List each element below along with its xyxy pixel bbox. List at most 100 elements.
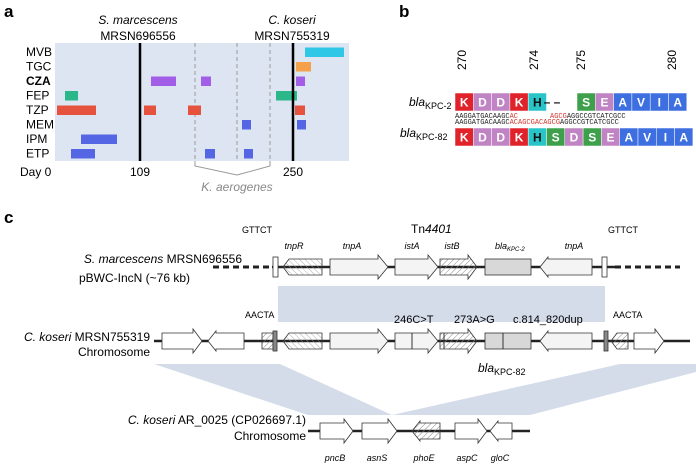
bar-cza-1 (201, 76, 211, 86)
mutation-dup: c.814_820dup (513, 314, 583, 326)
gene-phoE (411, 419, 441, 443)
bar-etp-0 (71, 149, 95, 159)
kpc82-aa-12: A (679, 131, 688, 145)
bar-fep-0 (65, 91, 78, 101)
pos-280: 280 (665, 50, 679, 70)
bar-tzp-3 (295, 105, 305, 115)
mid-gene-2 (207, 329, 245, 353)
mutation-273: 273A>G (454, 314, 495, 326)
gene-blaKPC2 (484, 258, 532, 276)
kpc82-aa-9: A (625, 131, 634, 145)
bar-tzp-2 (188, 105, 201, 115)
gene-istB (439, 253, 478, 281)
drug-label-mvb: MVB (26, 45, 52, 59)
kpc2-aa-3: K (515, 96, 524, 110)
kpc82-box-12 (674, 127, 694, 147)
bar-etp-1 (205, 149, 215, 159)
kpc2b-aa-4: I (658, 96, 661, 110)
panel-label-c: c (4, 208, 13, 227)
label-blaKPC82: blaKPC-82 (478, 361, 526, 377)
kpc82-aa-3: K (515, 131, 524, 145)
label-asnS: asnS (367, 453, 388, 463)
top-gttct-left: GTTCT (242, 225, 272, 235)
bot-isolate-label: C. koseri AR_0025 (CP026697.1) (128, 413, 306, 427)
day-109-label: 109 (130, 165, 150, 179)
kpc2b-aa-0: S (582, 96, 590, 110)
bar-cza-2 (296, 76, 305, 86)
mid-aacta-left: AACTA (245, 310, 274, 320)
gene-istA (394, 253, 439, 281)
kpc2b-box-5 (668, 92, 688, 112)
top-plasmid-label: pBWC-IncN (~76 kb) (79, 271, 190, 285)
mid-gene-tnpA-2 (539, 329, 593, 353)
bar-tzp-1 (144, 105, 156, 115)
isolate1-species: S. marcescens (98, 13, 177, 27)
bar-cza-0 (151, 76, 176, 86)
gene-gloC (489, 419, 513, 443)
top-ir-right (601, 256, 608, 278)
label-pncB: pncB (324, 453, 346, 463)
pos-270: 270 (455, 50, 469, 70)
kpc2-aa-0: K (460, 96, 469, 110)
pos-275: 275 (574, 50, 588, 70)
mid-chrom-label: Chromosome (78, 345, 150, 359)
label-phoE: phoE (412, 453, 435, 463)
bar-mvb-0 (305, 47, 344, 57)
kpc82-aa-4: H (533, 131, 542, 145)
kpc2b-aa-5: A (673, 96, 682, 110)
kpc2-aa-2: D (496, 96, 505, 110)
kaerogenes-bracket (194, 161, 271, 176)
mid-gene-3 (261, 332, 274, 350)
drug-label-mem: MEM (26, 118, 54, 132)
kpc82-aa-6: D (570, 131, 579, 145)
gene-tnpA-1 (329, 253, 389, 281)
day-zero-label: Day 0 (20, 165, 52, 179)
bot-chrom-label: Chromosome (234, 429, 306, 443)
kpc2b-aa-2: A (618, 96, 627, 110)
kpc2b-aa-1: E (600, 96, 608, 110)
kpc2b-aa-3: V (637, 96, 645, 110)
drug-label-tzp: TZP (26, 103, 49, 117)
mid-gene-istB (439, 327, 478, 355)
bar-tgc-0 (296, 62, 311, 72)
top-ir-left (272, 256, 279, 278)
bar-fep-1 (276, 91, 297, 101)
drug-label-fep: FEP (26, 89, 49, 103)
kpc82-aa-5: S (552, 131, 560, 145)
kpc82-aa-10: V (643, 131, 651, 145)
transposon-label: Tn4401 (411, 222, 452, 236)
gene-tnpA-2 (539, 255, 593, 279)
mid-aacta-right: AACTA (613, 310, 642, 320)
row1-gene-label: blaKPC-2 (409, 95, 452, 111)
kpc82-aa-7: S (588, 131, 596, 145)
mid-gene-tnpA (329, 327, 389, 355)
mid-gene-right-1 (610, 332, 629, 350)
label-istB: istB (444, 241, 459, 251)
nt-row2: AAGGATGACAAGCACAGCGACAGCGAGGCCGTCATCGCC (455, 119, 619, 127)
drug-label-etp: ETP (26, 147, 49, 161)
label-blaKPC2: blaKPC-2 (495, 241, 525, 253)
mid-gene-1 (161, 327, 203, 355)
bar-tzp-0 (57, 105, 96, 115)
panel-label-b: b (399, 2, 409, 21)
kpc82-aa-1: D (478, 131, 487, 145)
gene-aspC (454, 417, 488, 445)
bar-etp-2 (244, 149, 253, 159)
drug-label-tgc: TGC (26, 60, 52, 74)
gene-pncB (319, 417, 354, 445)
kpc82-aa-0: K (460, 131, 469, 145)
label-aspC: aspC (456, 453, 478, 463)
isolate2-id: MRSN755319 (254, 29, 330, 43)
gene-tnpR (282, 258, 323, 276)
bar-ipm-0 (81, 134, 117, 144)
bar-mem-1 (297, 120, 306, 130)
day-250-label: 250 (283, 165, 303, 179)
isolate2-species: C. koseri (268, 13, 316, 27)
label-gloC: gloC (491, 453, 510, 463)
aa-deletion-dashes: – – (544, 95, 561, 109)
drug-label-ipm: IPM (26, 132, 47, 146)
